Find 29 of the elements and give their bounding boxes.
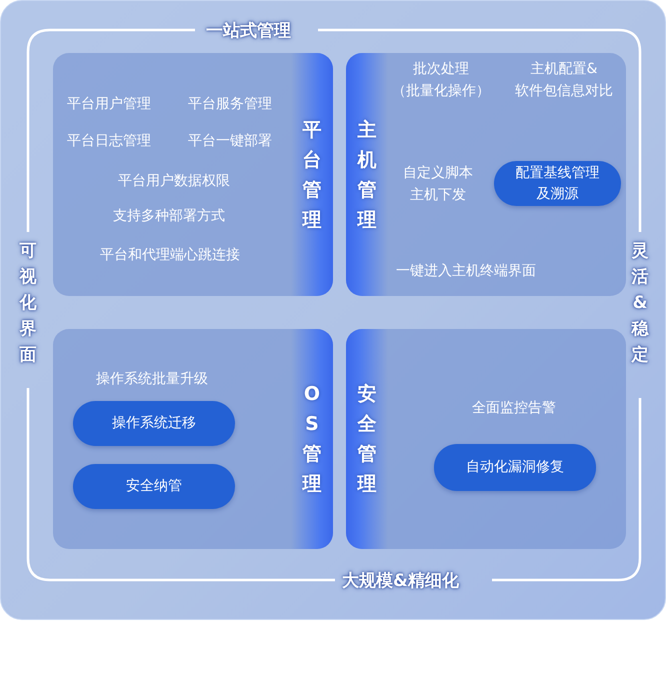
frame-label: 可视化界面 xyxy=(18,240,38,367)
feature-pill: 自动化漏洞修复 xyxy=(434,444,596,491)
section-title: 安全管理 xyxy=(357,382,377,497)
feature-panel xyxy=(53,53,333,296)
feature-label: 主机配置&软件包信息对比 xyxy=(515,60,613,101)
frame-label: 灵活&稳定 xyxy=(630,240,650,367)
feature-label: 批次处理（批量化操作） xyxy=(392,60,490,101)
feature-label: 平台一键部署 xyxy=(188,132,272,151)
section-title: 平台管理 xyxy=(302,118,322,232)
feature-label: 操作系统批量升级 xyxy=(96,370,208,389)
feature-pill: 安全纳管 xyxy=(73,464,235,509)
frame-label: 大规模&精细化 xyxy=(342,570,459,592)
feature-label: 平台用户数据权限 xyxy=(118,172,230,191)
section-title: OS管理 xyxy=(302,382,322,497)
feature-panel xyxy=(53,329,333,549)
feature-label: 支持多种部署方式 xyxy=(113,207,225,226)
feature-label: 平台日志管理 xyxy=(67,132,151,151)
feature-panel xyxy=(346,329,626,549)
feature-label: 平台和代理端心跳连接 xyxy=(100,246,240,265)
feature-pill: 操作系统迁移 xyxy=(73,401,235,446)
feature-panel xyxy=(346,53,626,296)
feature-label: 自定义脚本主机下发 xyxy=(403,164,473,205)
feature-pill: 配置基线管理及溯源 xyxy=(494,161,621,206)
section-title: 主机管理 xyxy=(357,118,377,232)
feature-label: 全面监控告警 xyxy=(472,399,556,418)
frame-label: 一站式管理 xyxy=(206,20,291,42)
feature-label: 平台服务管理 xyxy=(188,95,272,114)
feature-label: 平台用户管理 xyxy=(67,95,151,114)
feature-label: 一键进入主机终端界面 xyxy=(396,262,536,281)
